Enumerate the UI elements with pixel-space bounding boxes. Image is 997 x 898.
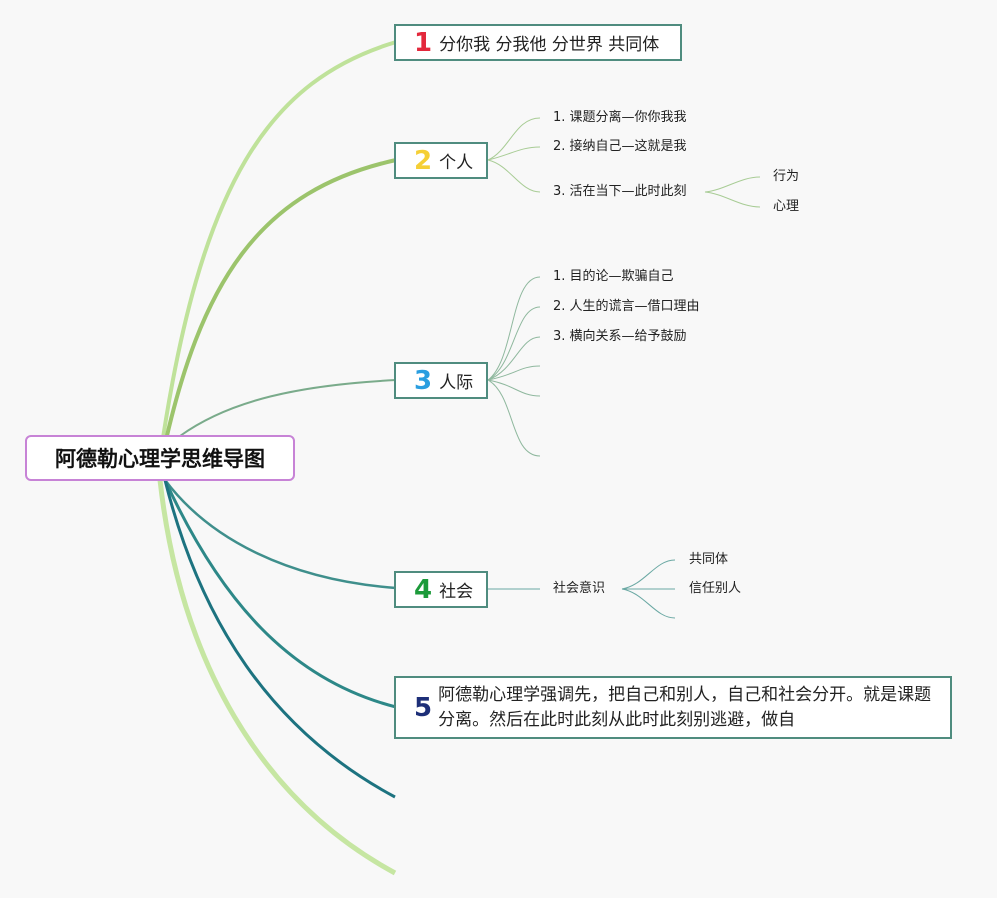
- leaf-line-3-5: [487, 379, 541, 397]
- leaf-line-2-2: [487, 146, 541, 161]
- branch-line-6: [163, 479, 396, 799]
- leaf-line-3-4: [487, 365, 541, 381]
- branch-topic-3[interactable]: 3 人际: [394, 362, 488, 399]
- subtopic-2-2[interactable]: 2. 接纳自己—这就是我: [553, 139, 687, 154]
- leaf-line-2-3: [487, 159, 541, 193]
- priority-5-icon: 5: [414, 692, 433, 723]
- branch-topic-5[interactable]: 5 阿德勒心理学强调先，把自己和别人，自己和社会分开。就是课题分离。然后在此时此…: [394, 676, 952, 739]
- priority-1-icon: 1: [414, 27, 433, 58]
- branch-line-5: [163, 479, 397, 709]
- subtopic-4-1-1[interactable]: 共同体: [689, 552, 729, 567]
- leaf-line-3-3: [487, 336, 541, 381]
- leaf-line-2-3-2: [704, 191, 761, 208]
- branch-2-label: 个人: [439, 153, 474, 173]
- leaf-line-3-1: [487, 276, 541, 381]
- branch-4-label: 社会: [439, 582, 474, 602]
- branch-line-7: [157, 479, 397, 876]
- branch-3-label: 人际: [439, 373, 474, 393]
- leaf-line-4-1-1: [621, 559, 676, 590]
- subtopic-2-3-2[interactable]: 心理: [773, 199, 800, 214]
- leaf-line-4-1-3: [621, 588, 676, 619]
- subtopic-2-3[interactable]: 3. 活在当下—此时此刻: [553, 184, 687, 199]
- branch-5-note: 阿德勒心理学强调先，把自己和别人，自己和社会分开。就是课题分离。然后在此时此刻从…: [438, 684, 932, 730]
- subtopic-4-1-2[interactable]: 信任别人: [689, 581, 742, 596]
- leaf-line-3-2: [487, 306, 541, 381]
- branch-line-2: [160, 158, 397, 459]
- branch-line-3: [179, 379, 397, 437]
- priority-4-icon: 4: [414, 574, 433, 605]
- branch-topic-4[interactable]: 4 社会: [394, 571, 488, 608]
- root-topic[interactable]: 阿德勒心理学思维导图: [25, 435, 295, 481]
- subtopic-2-3-1[interactable]: 行为: [773, 169, 800, 184]
- branch-1-label: 分你我 分我他 分世界 共同体: [439, 35, 660, 55]
- priority-2-icon: 2: [414, 145, 433, 176]
- branch-line-4: [164, 479, 397, 590]
- branch-topic-2[interactable]: 2 个人: [394, 142, 488, 179]
- branch-line-1: [158, 40, 397, 459]
- subtopic-4-1[interactable]: 社会意识: [553, 581, 606, 596]
- leaf-line-2-3-1: [704, 176, 761, 193]
- subtopic-3-2[interactable]: 2. 人生的谎言—借口理由: [553, 299, 700, 314]
- leaf-line-3-6: [487, 379, 541, 457]
- root-title: 阿德勒心理学思维导图: [55, 447, 265, 471]
- branch-topic-1[interactable]: 1 分你我 分我他 分世界 共同体: [394, 24, 682, 61]
- subtopic-2-1[interactable]: 1. 课题分离—你你我我: [553, 110, 687, 125]
- leaf-line-2-1: [487, 117, 541, 161]
- subtopic-3-1[interactable]: 1. 目的论—欺骗自己: [553, 269, 674, 284]
- priority-3-icon: 3: [414, 365, 433, 396]
- subtopic-3-3[interactable]: 3. 横向关系—给予鼓励: [553, 329, 687, 344]
